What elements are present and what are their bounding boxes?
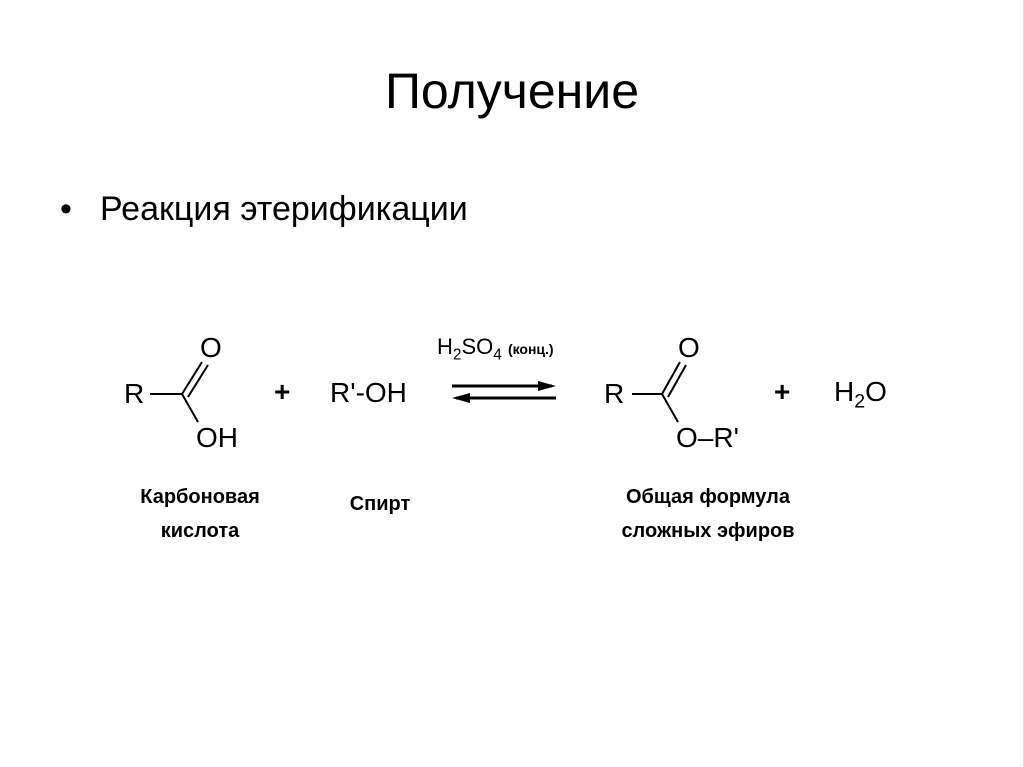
plus-sign: + — [274, 376, 291, 407]
alcohol-label: Спирт — [349, 493, 411, 515]
water-o: O — [865, 376, 887, 407]
acid-label-line: кислота — [160, 520, 240, 542]
catalyst-sub: 2 — [452, 346, 462, 364]
water-sub: 2 — [854, 390, 866, 413]
water-h: H — [834, 376, 855, 407]
double-bond — [661, 361, 681, 395]
double-bond — [187, 364, 209, 398]
acid-label-line: Карбоновая — [140, 486, 260, 508]
acid-o: O — [200, 332, 222, 363]
bond-c-o — [661, 393, 679, 423]
double-bond — [181, 361, 203, 395]
alcohol-formula: R'-OH — [330, 377, 407, 408]
ester-label-line: сложных эфиров — [621, 520, 795, 542]
ester-label: Общая формула сложных эфиров — [598, 480, 818, 548]
catalyst-so: SO — [461, 334, 494, 359]
bullet-icon: • — [60, 190, 72, 228]
ester-r: R — [604, 378, 625, 409]
acid-r: R — [124, 378, 145, 409]
ester-o: O — [678, 332, 700, 363]
slide-title: Получение — [384, 63, 640, 119]
plus-sign: + — [774, 376, 791, 407]
bond-c-oh — [181, 393, 199, 423]
catalyst-condition: (конц.) — [507, 341, 554, 357]
acid-oh: OH — [196, 422, 238, 453]
ester-or: O–R' — [676, 422, 739, 453]
catalyst: H2SO4 (конц.) — [437, 334, 554, 364]
reverse-arrowhead — [452, 393, 470, 403]
acid-label: Карбоновая кислота — [100, 480, 300, 548]
catalyst-h: H — [437, 334, 453, 359]
ester-label-line: Общая формула — [625, 486, 790, 508]
catalyst-sub: 4 — [493, 346, 502, 364]
double-bond — [667, 364, 687, 398]
bullet-text: Реакция этерификации — [100, 190, 468, 228]
water-formula: H2O — [834, 378, 887, 412]
forward-arrowhead — [538, 381, 556, 391]
